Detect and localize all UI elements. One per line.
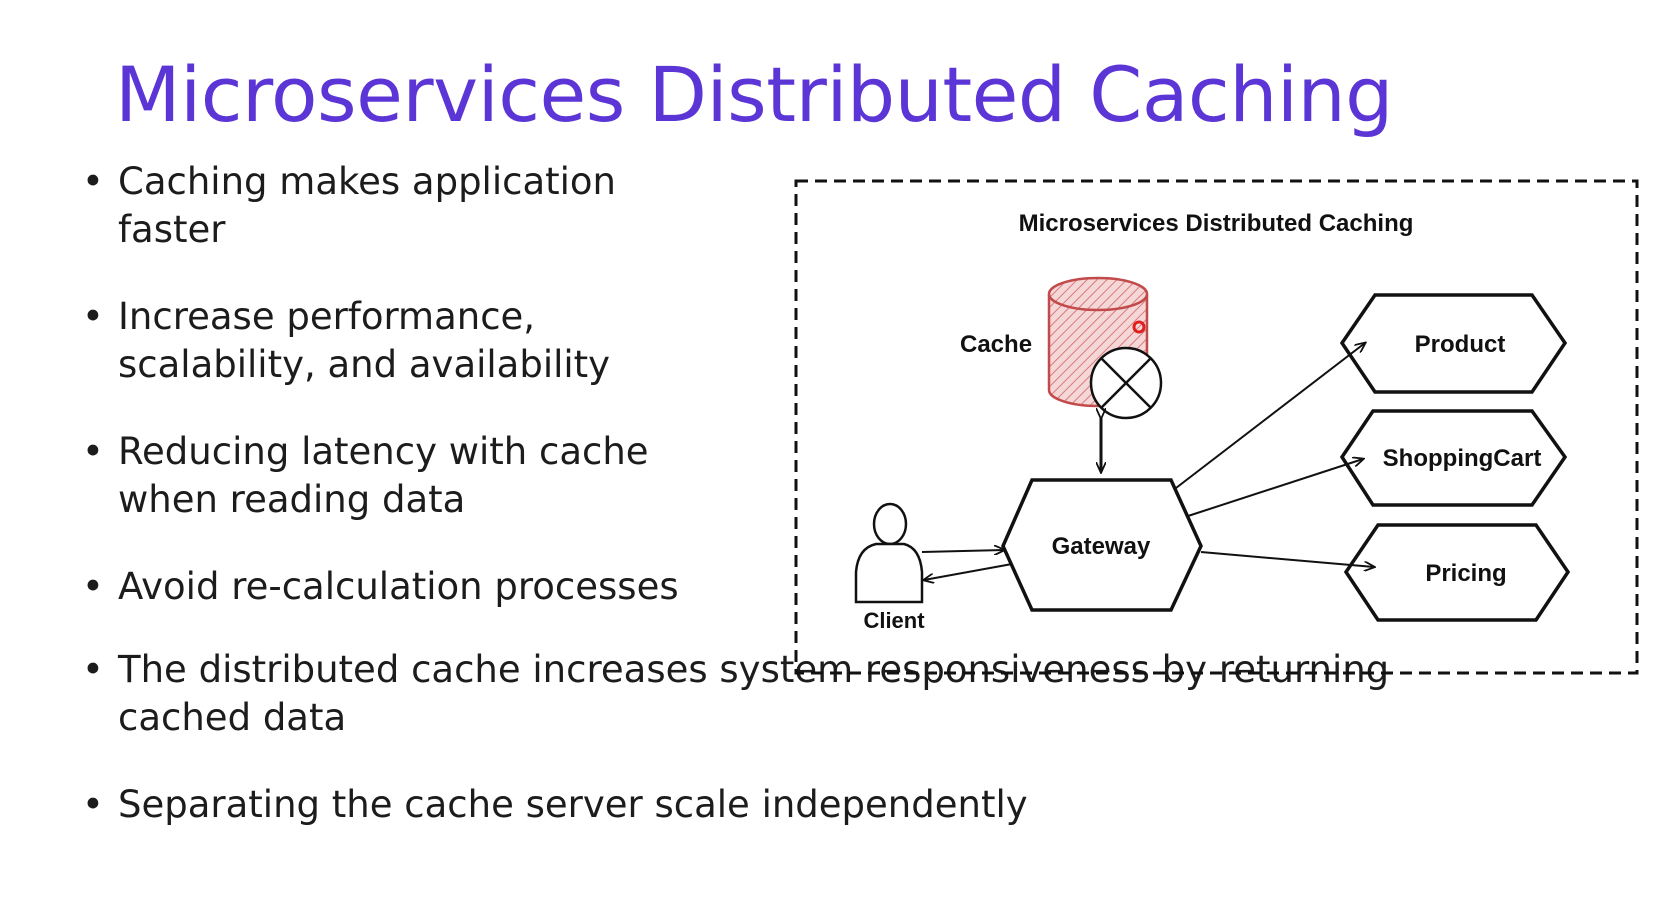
diagram-title: Microservices Distributed Caching (1019, 210, 1414, 237)
bullet-latency: • Reducing latency with cache when readi… (82, 428, 722, 524)
bullet-text: Separating the cache server scale indepe… (118, 783, 1028, 826)
bullet-dot: • (82, 648, 104, 691)
product-label: Product (1415, 331, 1506, 358)
bullet-dot: • (82, 565, 104, 608)
bullet-text: Increase performance, scalability, and a… (118, 295, 611, 386)
bullet-dot: • (82, 783, 104, 826)
bullet-text: Caching makes application faster (118, 160, 617, 251)
cache-label: Cache (960, 331, 1032, 358)
bullet-text: Avoid re-calculation processes (118, 565, 679, 608)
bullet-responsiveness: • The distributed cache increases system… (82, 646, 1562, 742)
pointer-dot (1132, 320, 1146, 334)
gateway-product-arrow (1175, 343, 1365, 489)
bullet-recalculation: • Avoid re-calculation processes (82, 563, 742, 611)
slide-title: Microservices Distributed Caching (115, 50, 1393, 139)
gateway-shoppingcart-arrow (1187, 459, 1363, 517)
bullet-dot: • (82, 295, 104, 338)
bullet-scale-independently: • Separating the cache server scale inde… (82, 781, 1382, 829)
gateway-to-client-arrow (924, 563, 1013, 580)
bullet-dot: • (82, 430, 104, 473)
client-to-gateway-arrow (921, 550, 1004, 552)
product-node (1339, 293, 1568, 394)
client-person-icon (854, 502, 924, 604)
gateway-label: Gateway (1052, 533, 1151, 560)
bullet-text: The distributed cache increases system r… (118, 648, 1390, 739)
pricing-label: Pricing (1425, 560, 1506, 587)
shoppingcart-label: ShoppingCart (1383, 445, 1542, 472)
pricing-node (1343, 523, 1571, 622)
shoppingcart-node (1339, 409, 1568, 507)
bullet-caching-faster: • Caching makes application faster (82, 158, 702, 254)
bullet-dot: • (82, 160, 104, 203)
cross-circle-icon (1089, 346, 1163, 420)
gateway-pricing-arrow (1200, 551, 1374, 567)
diagram-frame (794, 179, 1639, 675)
client-label: Client (863, 608, 925, 633)
bullet-performance: • Increase performance, scalability, and… (82, 293, 702, 389)
bullet-text: Reducing latency with cache when reading… (118, 430, 649, 521)
